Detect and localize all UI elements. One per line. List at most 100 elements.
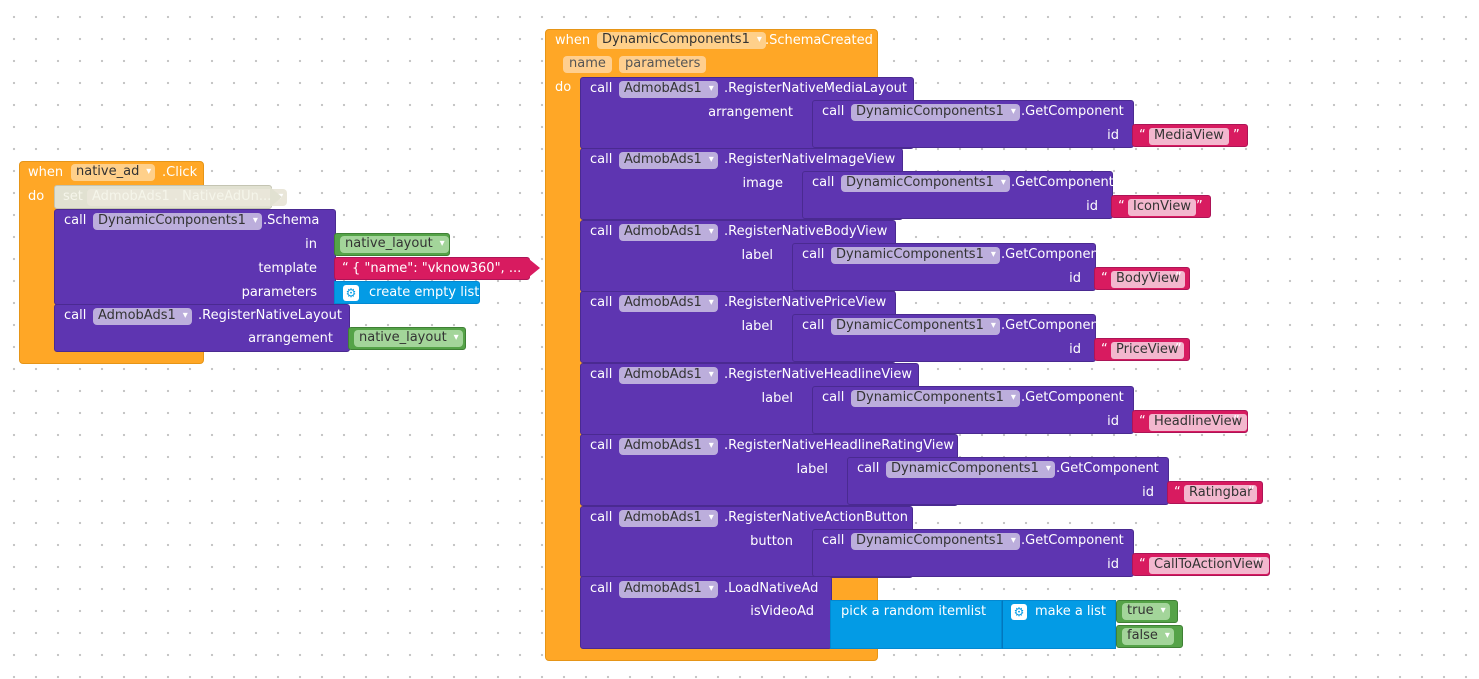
component-dropdown-native-ad[interactable]: native_ad (71, 164, 156, 181)
set-native-ad-unit-block[interactable]: set AdmobAds1 . NativeAdUn... (54, 185, 288, 209)
component-dropdown-admobads1[interactable]: AdmobAds1 (619, 81, 718, 98)
boolean-dropdown-true[interactable]: true (1122, 603, 1170, 620)
method-name-registernativeimageview: .RegisterNativeImageView (724, 152, 896, 167)
component-dropdown-admobads1[interactable]: AdmobAds1 (619, 510, 718, 527)
text-block-headlineview[interactable]: “HeadlineView” (1132, 410, 1248, 433)
call-load-native-ad-block[interactable]: call AdmobAds1 .LoadNativeAd isVideoAd (580, 576, 832, 649)
arg-label-arrangement: arrangement (708, 105, 793, 120)
call-keyword: call (590, 81, 613, 96)
component-dropdown-dynamiccomponents1[interactable]: DynamicComponents1 (93, 213, 262, 230)
variable-dropdown-native-layout-2[interactable]: native_layout (354, 330, 463, 347)
event-param-parameters[interactable]: parameters (619, 56, 707, 73)
set-target-dropdown[interactable]: AdmobAds1 . NativeAdUn... (87, 189, 288, 206)
call-schema-block[interactable]: call DynamicComponents1 .Schema in templ… (54, 209, 336, 305)
text-value-ratingbar[interactable]: Ratingbar (1184, 485, 1258, 502)
boolean-dropdown-false[interactable]: false (1122, 628, 1174, 645)
component-dropdown-dynamiccomponents1[interactable]: DynamicComponents1 (851, 104, 1020, 121)
event-param-name[interactable]: name (563, 56, 612, 73)
text-value-bodyview[interactable]: BodyView (1111, 271, 1185, 288)
call-keyword: call (802, 318, 825, 333)
method-name-get-component: .GetComponent (1021, 533, 1124, 548)
template-arg-label: template (258, 261, 317, 276)
call-keyword: call (857, 461, 880, 476)
call-block-registernativemedialayout[interactable]: callAdmobAds1.RegisterNativeMediaLayouta… (580, 77, 914, 149)
text-block-mediaview[interactable]: “MediaView” (1132, 124, 1248, 147)
id-arg-label: id (1069, 342, 1081, 357)
set-keyword: set (63, 189, 83, 204)
component-dropdown-dynamiccomponents1[interactable]: DynamicComponents1 (831, 318, 1000, 335)
text-value-calltoactionview[interactable]: CallToActionView (1149, 557, 1269, 574)
method-name-registernativebodyview: .RegisterNativeBodyView (724, 224, 888, 239)
call-register-native-layout-block[interactable]: call AdmobAds1 .RegisterNativeLayout arr… (54, 304, 350, 352)
boolean-true-block[interactable]: true (1116, 600, 1178, 623)
text-block-iconview[interactable]: “IconView” (1111, 195, 1211, 218)
component-dropdown-admobads1[interactable]: AdmobAds1 (619, 367, 718, 384)
text-value-priceview[interactable]: PriceView (1111, 342, 1184, 359)
component-dropdown-admobads1[interactable]: AdmobAds1 (93, 308, 192, 325)
make-a-list-block[interactable]: ⚙ make a list (1002, 600, 1116, 649)
call-get-component-block[interactable]: call DynamicComponents1.GetComponent id (812, 529, 1134, 577)
create-empty-list-block[interactable]: ⚙ create empty list (334, 281, 480, 304)
method-name-get-component: .GetComponent (1011, 175, 1114, 190)
arg-label-label: label (796, 462, 828, 477)
id-arg-label: id (1107, 557, 1119, 572)
text-value-headlineview[interactable]: HeadlineView (1149, 414, 1248, 431)
call-keyword: call (822, 533, 845, 548)
component-dropdown-admobads1[interactable]: AdmobAds1 (619, 224, 718, 241)
component-dropdown-admobads1[interactable]: AdmobAds1 (619, 581, 718, 598)
component-dropdown-dynamiccomponents1[interactable]: DynamicComponents1 (831, 247, 1000, 264)
component-dropdown-admobads1[interactable]: AdmobAds1 (619, 152, 718, 169)
text-block-ratingbar[interactable]: “Ratingbar” (1167, 481, 1263, 504)
template-text-block[interactable]: “ { "name": "vknow360", ... (334, 257, 530, 280)
call-keyword: call (812, 175, 835, 190)
component-dropdown-dynamiccomponents1[interactable]: DynamicComponents1 (851, 533, 1020, 550)
component-dropdown-admobads1[interactable]: AdmobAds1 (619, 438, 718, 455)
gear-icon[interactable]: ⚙ (343, 285, 359, 301)
variable-dropdown-native-layout[interactable]: native_layout (340, 236, 449, 253)
call-keyword: call (822, 104, 845, 119)
text-block-bodyview[interactable]: “BodyView” (1094, 267, 1190, 290)
list-arg-label: list (967, 604, 987, 619)
arg-label-label: label (761, 391, 793, 406)
id-arg-label: id (1086, 199, 1098, 214)
pick-random-item-block[interactable]: pick a random item list (830, 600, 1002, 649)
close-quote-glyph: ” (1175, 271, 1182, 286)
event-name-schema-created: .SchemaCreated (765, 33, 873, 48)
close-quote-glyph: ” (1248, 485, 1255, 500)
component-dropdown-dynamiccomponents1[interactable]: DynamicComponents1 (886, 461, 1055, 478)
template-collapse-arrow[interactable] (529, 259, 540, 277)
when-keyword: when (555, 33, 591, 48)
component-dropdown-admobads1[interactable]: AdmobAds1 (619, 295, 718, 312)
component-dropdown-dynamiccomponents1[interactable]: DynamicComponents1 (597, 32, 766, 49)
native-layout-getter-block[interactable]: native_layout (334, 233, 450, 256)
call-get-component-block[interactable]: call DynamicComponents1.GetComponent id (802, 171, 1114, 219)
component-dropdown-dynamiccomponents1[interactable]: DynamicComponents1 (851, 390, 1020, 407)
open-quote-glyph: “ (1139, 557, 1146, 572)
method-name-get-component: .GetComponent (1001, 247, 1104, 262)
text-block-priceview[interactable]: “PriceView” (1094, 338, 1190, 361)
component-dropdown-dynamiccomponents1[interactable]: DynamicComponents1 (841, 175, 1010, 192)
gear-icon[interactable]: ⚙ (1011, 604, 1027, 620)
open-quote-glyph: “ (1174, 485, 1181, 500)
boolean-false-block[interactable]: false (1116, 625, 1183, 648)
native-layout-getter-block-2[interactable]: native_layout (348, 327, 466, 350)
template-text-value[interactable]: { "name": "vknow360", ... (352, 261, 522, 276)
text-block-calltoactionview[interactable]: “CallToActionView” (1132, 553, 1270, 576)
when-keyword: when (28, 165, 64, 180)
text-value-mediaview[interactable]: MediaView (1149, 128, 1229, 145)
method-name-registernativeheadlineview: .RegisterNativeHeadlineView (724, 367, 913, 382)
text-value-iconview[interactable]: IconView (1128, 199, 1197, 216)
call-keyword: call (802, 247, 825, 262)
open-quote-glyph: “ (1101, 271, 1108, 286)
call-block-registernativepriceview[interactable]: callAdmobAds1.RegisterNativePriceViewlab… (580, 291, 896, 363)
call-keyword: call (590, 295, 613, 310)
close-quote-glyph: ” (1233, 414, 1240, 429)
event-name-label: .Click (162, 165, 198, 180)
close-quote-glyph: ” (1233, 128, 1240, 143)
call-keyword: call (590, 581, 613, 596)
